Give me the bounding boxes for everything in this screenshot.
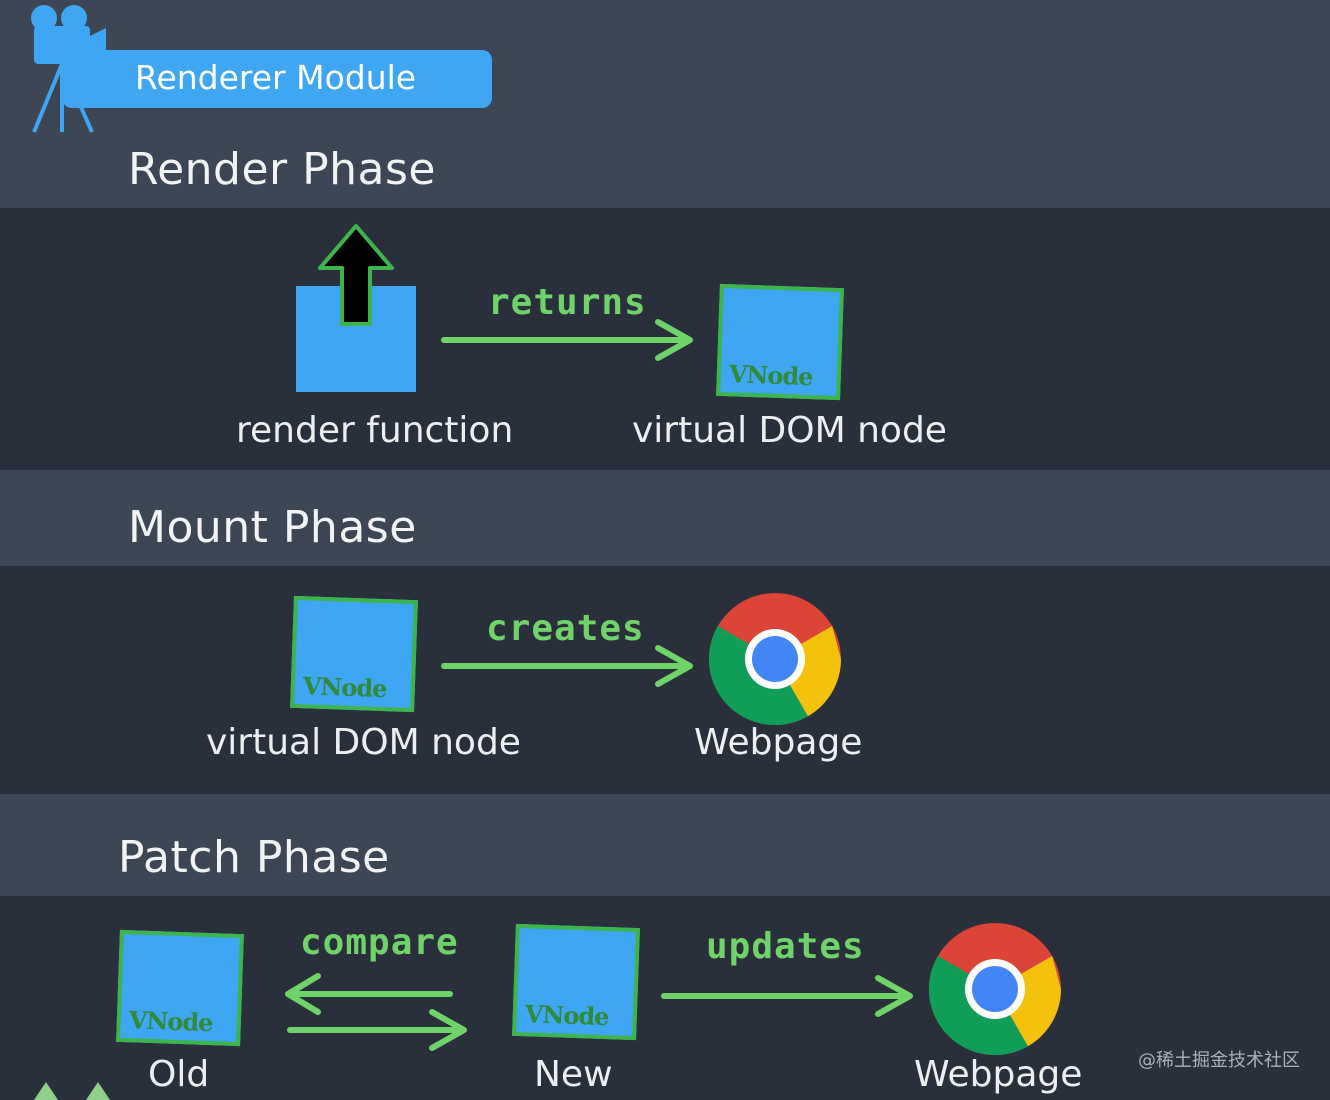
compare-arrows (285, 973, 467, 1051)
vnode-text: VNode (128, 1005, 213, 1038)
mount-phase-header-band (0, 470, 1330, 566)
watermark: @稀土掘金技术社区 (1138, 1050, 1300, 1071)
chrome-browser-icon (708, 593, 841, 726)
patch-phase-title: Patch Phase (118, 832, 390, 883)
movie-camera-icon (31, 5, 106, 133)
vnode-text: VNode (302, 671, 387, 704)
old-label: Old (148, 1054, 210, 1095)
vnode-text: VNode (728, 359, 813, 392)
chrome-browser-icon (928, 923, 1061, 1056)
render-function-label: render function (236, 410, 514, 451)
new-label: New (534, 1054, 613, 1095)
render-function-icon (296, 224, 416, 392)
virtual-dom-node-label: virtual DOM node (206, 722, 521, 763)
updates-label: updates (706, 926, 865, 967)
creates-arrow (441, 645, 693, 687)
vnode-text: VNode (524, 999, 609, 1032)
patch-phase-header-band (0, 794, 1330, 896)
module-title-pill (62, 50, 492, 108)
webpage-label: Webpage (914, 1054, 1083, 1095)
webpage-label: Webpage (694, 722, 863, 763)
updates-arrow (661, 975, 913, 1017)
vnode-box-render: VNode (716, 283, 844, 401)
creates-label: creates (486, 608, 645, 649)
vnode-box-old: VNode (116, 929, 244, 1047)
returns-arrow (441, 319, 693, 361)
decorative-triangles (34, 1082, 110, 1100)
vnode-box-new: VNode (512, 923, 640, 1041)
virtual-dom-node-label: virtual DOM node (632, 410, 947, 451)
module-title: Renderer Module (135, 58, 417, 97)
vnode-box-mount: VNode (290, 595, 418, 713)
returns-label: returns (488, 282, 647, 323)
compare-label: compare (300, 922, 459, 963)
mount-phase-title: Mount Phase (128, 502, 417, 553)
render-phase-title: Render Phase (128, 144, 437, 195)
